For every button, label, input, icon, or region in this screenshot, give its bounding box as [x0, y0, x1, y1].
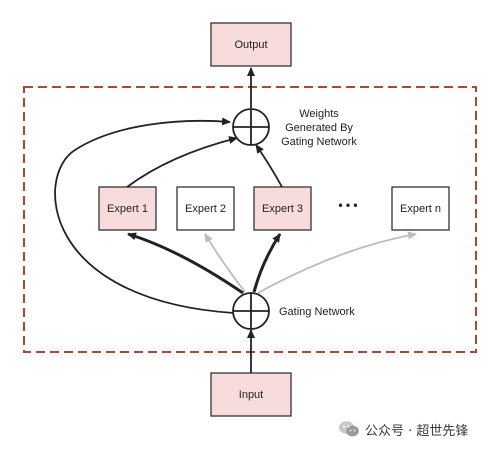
expert-2-box — [176, 186, 235, 231]
input-box — [210, 372, 292, 417]
expert-2-label: Expert 2 — [185, 203, 226, 215]
weights-annotation-line-1: Weights — [299, 108, 339, 120]
expert-n-box — [391, 186, 450, 231]
expert-1-label: Expert 1 — [107, 203, 148, 215]
expert-3-box — [253, 186, 312, 231]
input-label: Input — [239, 389, 263, 401]
expert-3-to-sum-arrow — [255, 144, 283, 188]
expert-1-box — [98, 186, 157, 231]
gating-to-expert-1-arrow — [127, 232, 244, 295]
output-label: Output — [234, 39, 267, 51]
weighted-sum-combiner-icon — [232, 108, 270, 146]
gating-network-combiner-icon — [232, 292, 270, 330]
gating-weights-loop-arrow — [54, 117, 235, 314]
expert-n-label: Expert n — [400, 203, 441, 215]
gating-to-expert-n-arrow — [257, 231, 417, 294]
gating-to-expert-2-arrow — [204, 233, 246, 293]
gating-network-annotation: Gating Network — [279, 306, 355, 318]
output-box — [210, 22, 292, 67]
ellipsis: • • • — [338, 198, 357, 212]
weights-annotation-line-2: Generated By — [285, 122, 353, 134]
watermark: 公众号 · 超世先锋 — [338, 418, 468, 440]
wechat-official-account-icon — [339, 421, 359, 437]
weights-annotation-line-3: Gating Network — [281, 136, 357, 148]
gating-to-expert-3-arrow — [252, 233, 282, 293]
watermark-text: 公众号 · 超世先锋 — [365, 423, 469, 439]
expert-3-label: Expert 3 — [262, 203, 303, 215]
moe-layer-boundary — [23, 86, 477, 353]
expert-1-to-sum-arrow — [126, 136, 238, 188]
